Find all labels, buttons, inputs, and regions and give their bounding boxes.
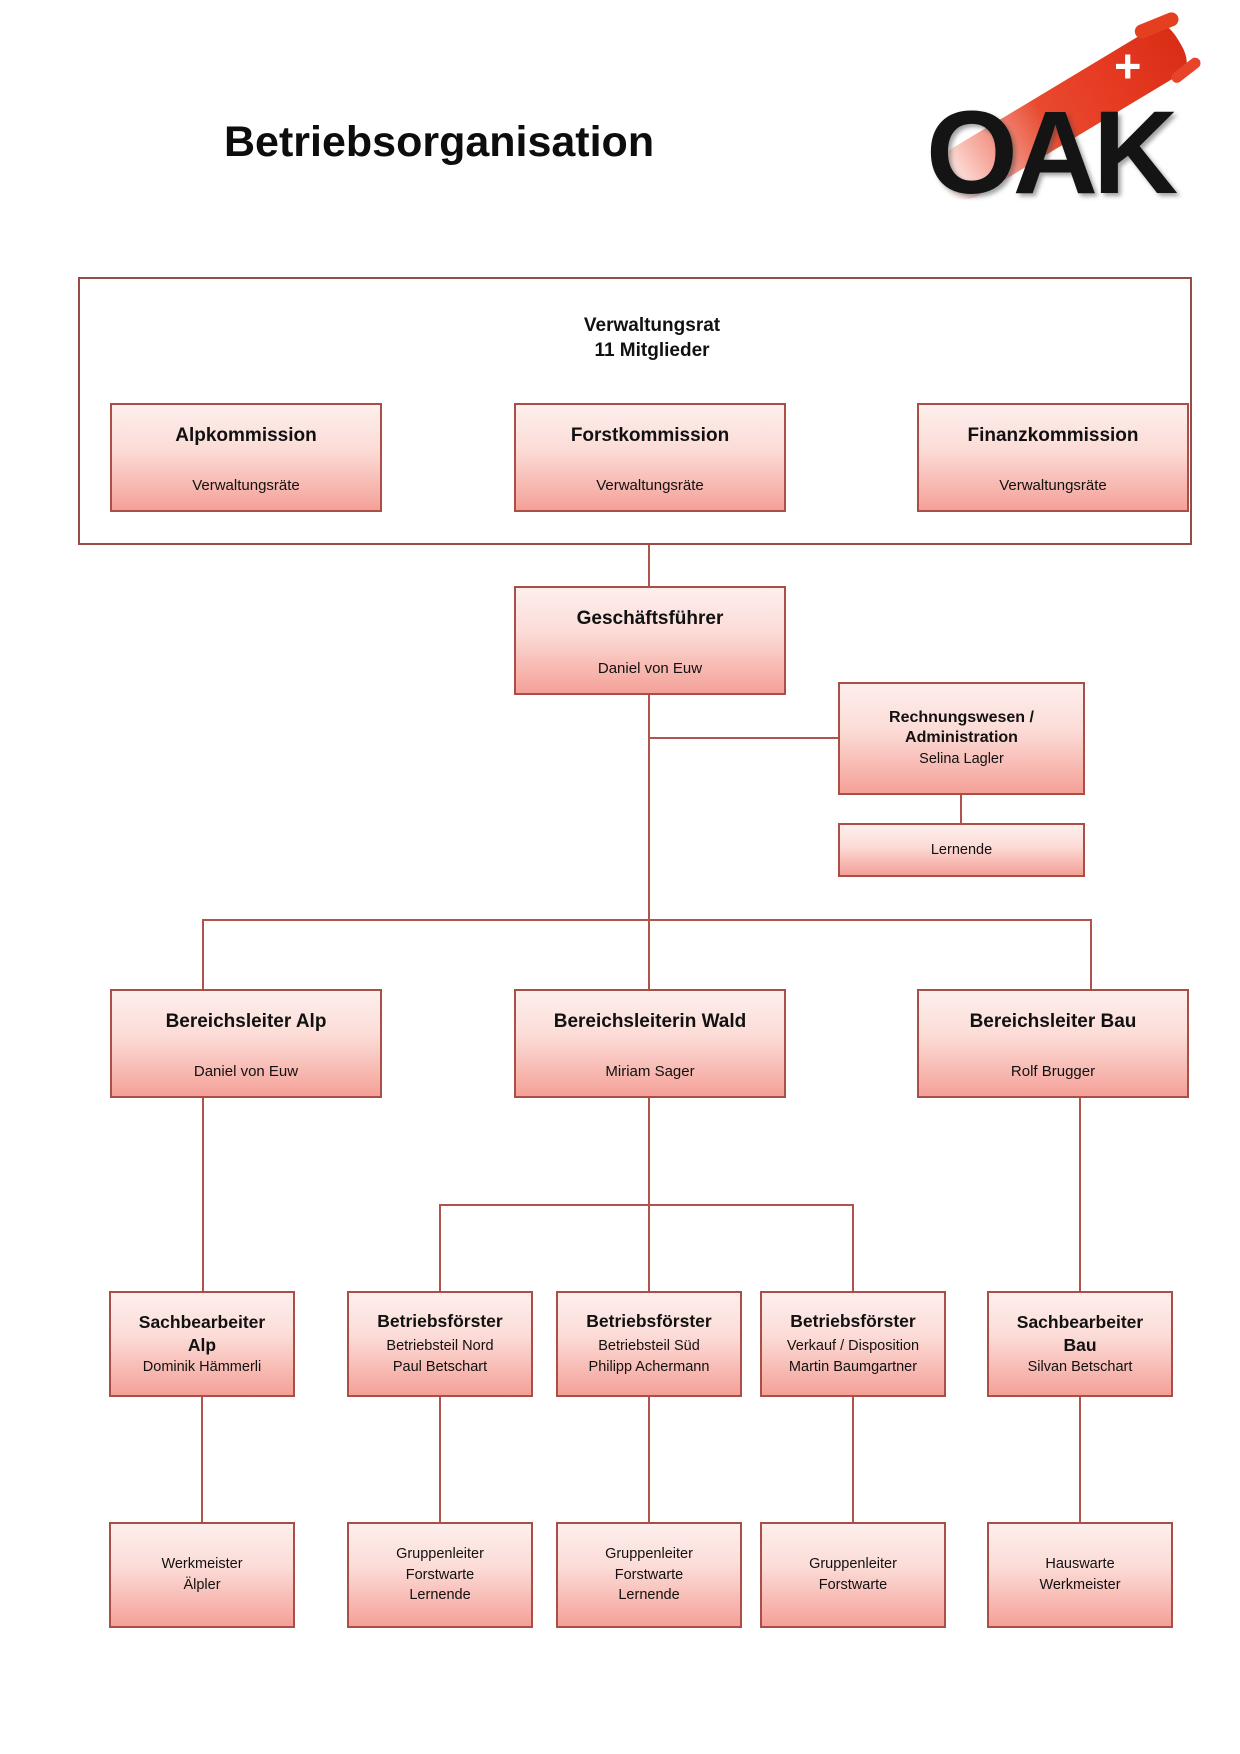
connector-line [439,1204,441,1291]
box-title: Rechnungswesen / [889,708,1034,726]
box-title: Betriebsförster [790,1311,916,1332]
connector-line [202,919,204,989]
box-subtitle: Rolf Brugger [1010,1063,1096,1080]
board-title: Verwaltungsrat [583,315,721,336]
box-line: Gruppenleiter [605,1546,693,1563]
box-title: Bau [1063,1334,1097,1355]
box-line: Gruppenleiter [396,1546,484,1563]
box-subtitle: Verwaltungsräte [999,477,1107,494]
box-label: Lernende [930,841,993,858]
connector-line [648,1098,650,1205]
box-title: Bereichsleiter Bau [969,1011,1137,1032]
box-title: Alpkommission [175,425,317,446]
connector-line [648,737,838,739]
connector-line [852,1204,854,1291]
box-line: Martin Baumgartner [788,1359,918,1376]
box-lernende-administration: Lernende [838,823,1085,877]
box-hauswarte-werkmeister: Hauswarte Werkmeister [987,1522,1173,1628]
box-line: Verkauf / Disposition [786,1338,920,1355]
box-line: Gruppenleiter [809,1556,897,1573]
box-finanzkommission: Finanzkommission Verwaltungsräte [917,403,1189,512]
box-line: Hauswarte [1045,1556,1115,1573]
oak-logo: + OAK [870,18,1220,233]
box-alpkommission: Alpkommission Verwaltungsräte [110,403,382,512]
box-title: Sachbearbeiter [138,1311,266,1332]
box-sachbearbeiter-bau: Sachbearbeiter Bau Silvan Betschart [987,1291,1173,1397]
box-bereichsleiter-alp: Bereichsleiter Alp Daniel von Euw [110,989,382,1098]
box-title: Sachbearbeiter [1016,1311,1144,1332]
box-title: Forstkommission [570,425,730,446]
box-subtitle: Selina Lagler [919,750,1004,767]
connector-line [1079,1397,1081,1522]
connector-line [960,795,962,823]
connector-line [648,1204,650,1291]
box-bereichsleiter-bau: Bereichsleiter Bau Rolf Brugger [917,989,1189,1098]
box-subtitle: Verwaltungsräte [192,477,300,494]
box-line: Älpler [183,1577,221,1593]
connector-line [439,1397,441,1522]
box-line: Paul Betschart [392,1359,488,1376]
box-gruppenleiter-verkauf: Gruppenleiter Forstwarte [760,1522,946,1628]
box-line: Lernende [618,1587,680,1604]
box-line: Forstwarte [614,1566,684,1583]
board-subtitle: 11 Mitglieder [594,340,710,362]
box-geschaeftsfuehrer: Geschäftsführer Daniel von Euw [514,586,786,695]
box-line: Forstwarte [405,1566,475,1583]
box-sachbearbeiter-alp: Sachbearbeiter Alp Dominik Hämmerli [109,1291,295,1397]
box-line: Forstwarte [818,1577,888,1593]
connector-line [439,1204,854,1206]
box-line: Silvan Betschart [1027,1358,1133,1375]
box-werkmeister-aelpler: Werkmeister Älpler [109,1522,295,1628]
box-title: Betriebsförster [377,1311,503,1332]
box-line: Dominik Hämmerli [142,1358,262,1375]
box-line: Philipp Achermann [588,1359,710,1376]
box-line: Werkmeister [1039,1577,1121,1593]
board-heading: Verwaltungsrat 11 Mitglieder [114,313,1190,363]
box-title: Geschäftsführer [576,608,724,629]
logo-swiss-cross-icon: + [1114,39,1142,92]
box-title: Betriebsförster [586,1311,712,1332]
box-title: Bereichsleiterin Wald [553,1011,747,1032]
box-subtitle: Miriam Sager [605,1063,695,1080]
box-betriebsfoerster-verkauf: Betriebsförster Verkauf / Disposition Ma… [760,1291,946,1397]
box-rechnungswesen-administration: Rechnungswesen / Administration Selina L… [838,682,1085,795]
box-bereichsleiterin-wald: Bereichsleiterin Wald Miriam Sager [514,989,786,1098]
box-verwaltungsrat: Verwaltungsrat 11 Mitglieder [78,277,1192,545]
box-subtitle: Daniel von Euw [597,660,703,677]
box-title: Alp [187,1334,217,1355]
logo-wordmark: OAK [926,87,1178,219]
connector-line [648,545,650,586]
box-line: Lernende [409,1587,471,1604]
box-line: Betriebsteil Süd [598,1338,700,1355]
connector-line [852,1397,854,1522]
box-gruppenleiter-sued: Gruppenleiter Forstwarte Lernende [556,1522,742,1628]
box-title: Finanzkommission [967,425,1139,446]
connector-line [1079,1098,1081,1291]
connector-line [201,1397,203,1522]
box-forstkommission: Forstkommission Verwaltungsräte [514,403,786,512]
box-title: Bereichsleiter Alp [165,1011,327,1032]
box-subtitle: Daniel von Euw [193,1063,299,1080]
box-title: Administration [905,729,1018,747]
connector-line [648,695,650,989]
box-gruppenleiter-nord: Gruppenleiter Forstwarte Lernende [347,1522,533,1628]
box-betriebsfoerster-nord: Betriebsförster Betriebsteil Nord Paul B… [347,1291,533,1397]
box-subtitle: Verwaltungsräte [596,477,704,494]
box-line: Werkmeister [161,1556,243,1573]
box-line: Betriebsteil Nord [386,1338,494,1355]
page-title: Betriebsorganisation [224,118,655,166]
connector-line [648,1397,650,1522]
connector-line [202,919,1092,921]
connector-line [202,1098,204,1291]
connector-line [1090,919,1092,989]
box-betriebsfoerster-sued: Betriebsförster Betriebsteil Süd Philipp… [556,1291,742,1397]
